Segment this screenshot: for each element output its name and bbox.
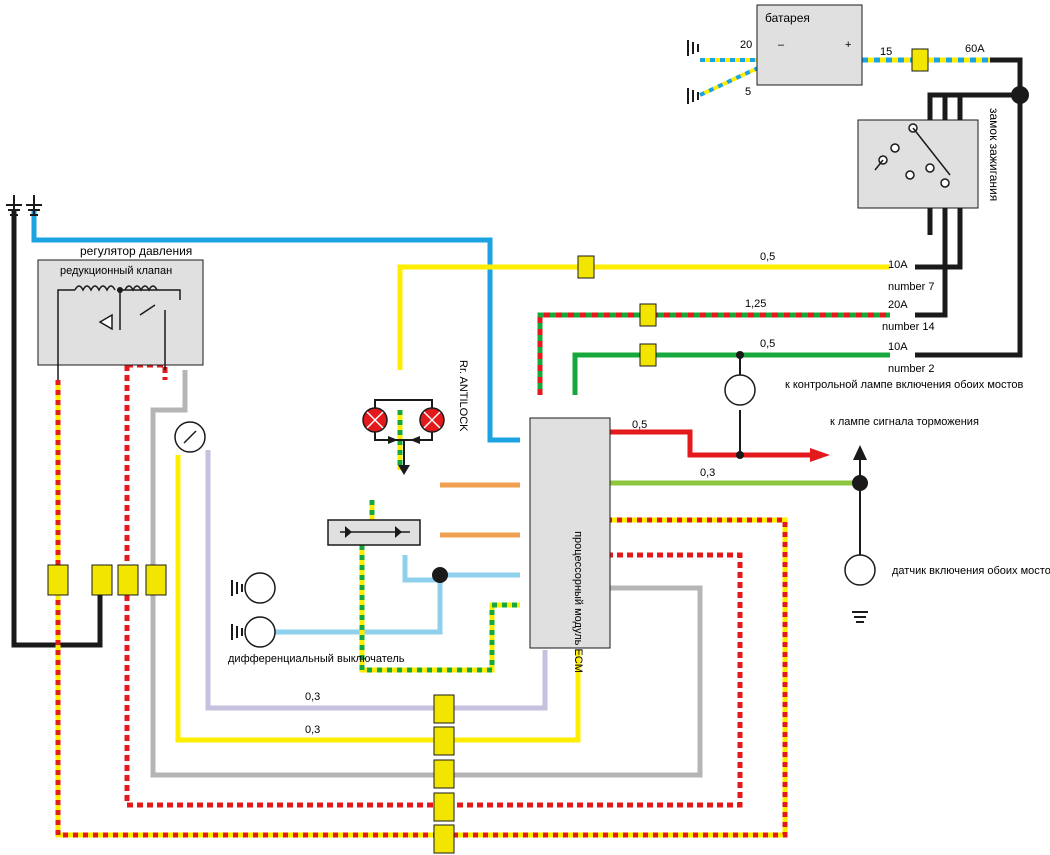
svg-text:0,3: 0,3 — [305, 691, 320, 703]
stop-lamp-switch-icon — [724, 374, 756, 406]
wire-black-supply — [915, 57, 1023, 358]
svg-text:датчик включения обоих мостов: датчик включения обоих мостов — [892, 565, 1050, 577]
regulator-title: регулятор давления — [80, 244, 192, 258]
svg-text:number 2: number 2 — [888, 363, 934, 375]
svg-text:5: 5 — [745, 86, 751, 98]
wire-yellow-low — [175, 455, 581, 743]
svg-text:number 14: number 14 — [882, 321, 935, 333]
svg-text:0,3: 0,3 — [700, 467, 715, 479]
parking-brake-switch-icon — [244, 572, 276, 604]
connector-k6 — [911, 48, 929, 72]
connector-j4 — [47, 564, 167, 596]
wire-lightblue — [275, 555, 520, 635]
svg-text:10A: 10A — [888, 259, 908, 271]
ecm-title: процессорный модуль ECM — [572, 531, 584, 673]
wire-yellow-red — [55, 380, 788, 838]
diff-switch-icon — [244, 616, 276, 648]
wire-yellow-top — [397, 264, 890, 370]
wire-gray — [150, 370, 703, 778]
svg-text:10A: 10A — [888, 341, 908, 353]
svg-text:дифференциальный выключатель: дифференциальный выключатель — [228, 653, 405, 665]
wire-red-out — [610, 429, 810, 458]
svg-text:к лампе сигнала торможения: к лампе сигнала торможения — [830, 416, 979, 428]
svg-text:к контрольной лампе включения: к контрольной лампе включения обоих мост… — [785, 379, 1024, 391]
svg-text:15: 15 — [880, 46, 892, 58]
wire-orange — [440, 482, 520, 538]
svg-text:20: 20 — [740, 39, 752, 51]
wire-green-top — [572, 352, 890, 395]
svg-text:+: + — [845, 39, 851, 51]
svg-text:0,5: 0,5 — [632, 419, 647, 431]
svg-text:1,25: 1,25 — [745, 298, 766, 310]
ignition-title: замок зажигания — [987, 108, 1001, 201]
svg-text:60A: 60A — [965, 43, 985, 55]
connector-h5 — [577, 255, 595, 279]
svg-text:–: – — [778, 39, 785, 51]
4wd-sensor-icon — [844, 554, 876, 586]
svg-text:number 7: number 7 — [888, 281, 934, 293]
svg-text:0,3: 0,3 — [305, 724, 320, 736]
connector-h30 — [639, 303, 657, 327]
wire-green-red-top — [537, 312, 890, 395]
ecm-box — [529, 417, 611, 649]
connector-h30 — [639, 343, 657, 367]
wire-blue — [31, 210, 520, 443]
svg-text:0,5: 0,5 — [760, 251, 775, 263]
svg-text:20A: 20A — [888, 299, 908, 311]
battery-title: батарея — [765, 11, 810, 25]
svg-text:редукционный клапан: редукционный клапан — [60, 265, 172, 277]
svg-text:Rr. ANTILOCK: Rr. ANTILOCK — [457, 360, 469, 432]
svg-text:0,5: 0,5 — [760, 338, 775, 350]
connector-h31 — [433, 694, 455, 854]
ground-icon — [6, 40, 868, 640]
wire-lavender — [205, 450, 548, 711]
battery-box — [756, 4, 863, 86]
